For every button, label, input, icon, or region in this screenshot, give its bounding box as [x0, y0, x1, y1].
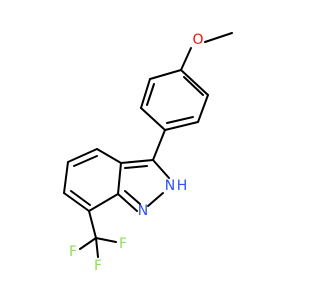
- oxygen-atom-label: O: [192, 32, 203, 48]
- bond-n-c7a-double: [124, 190, 141, 205]
- bond-phenyl-3: [164, 121, 199, 131]
- bond-c3-c3a-double: [124, 165, 148, 169]
- nh-nitrogen-label: N: [165, 178, 175, 194]
- bond-cf3-f-left: [79, 237, 97, 250]
- bond-phenyl-2: [197, 94, 209, 123]
- nh-hydrogen-label: H: [177, 178, 188, 194]
- bond-phenyl-4: [140, 107, 166, 131]
- bond-benzo-double-1: [73, 155, 98, 167]
- bond-c7-cf3: [88, 210, 97, 239]
- bond-benzo-4: [63, 161, 69, 194]
- bond-c3-c3a: [120, 159, 154, 164]
- bond-phenyl-double-1: [183, 76, 204, 96]
- bond-phenyl-double-3: [146, 83, 155, 106]
- bond-benzo-3: [67, 148, 98, 163]
- bond-c3-nh: [152, 159, 170, 179]
- bond-phenyl-double-2: [166, 116, 194, 124]
- bond-phenyl-5: [140, 78, 151, 109]
- bond-benzo-1: [117, 162, 122, 195]
- bond-nh-n: [147, 192, 164, 207]
- bond-n-c7a: [117, 193, 138, 212]
- n-atom-label: N: [138, 203, 148, 219]
- bond-benzo-6: [88, 193, 119, 212]
- molecule-diagram: O N H N F F F: [63, 32, 233, 274]
- bond-benzo-double-2: [70, 190, 91, 206]
- bond-cf3-f-right: [95, 237, 117, 243]
- fluorine-right-label: F: [119, 236, 127, 252]
- fluorine-left-label: F: [69, 244, 77, 260]
- bond-cf3-f-bottom: [95, 237, 99, 258]
- fluorine-bottom-label: F: [94, 258, 102, 274]
- bond-phenyl-1: [180, 69, 209, 96]
- bond-phenyl-to-c3: [152, 129, 166, 161]
- bond-benzo-2: [96, 148, 122, 164]
- bond-phenyl-6: [149, 69, 182, 80]
- structure-drawing: O N H N F F F: [63, 32, 233, 274]
- bond-benzo-5: [63, 192, 90, 212]
- bond-ch3-o: [204, 32, 233, 43]
- bond-o-ring: [180, 47, 192, 71]
